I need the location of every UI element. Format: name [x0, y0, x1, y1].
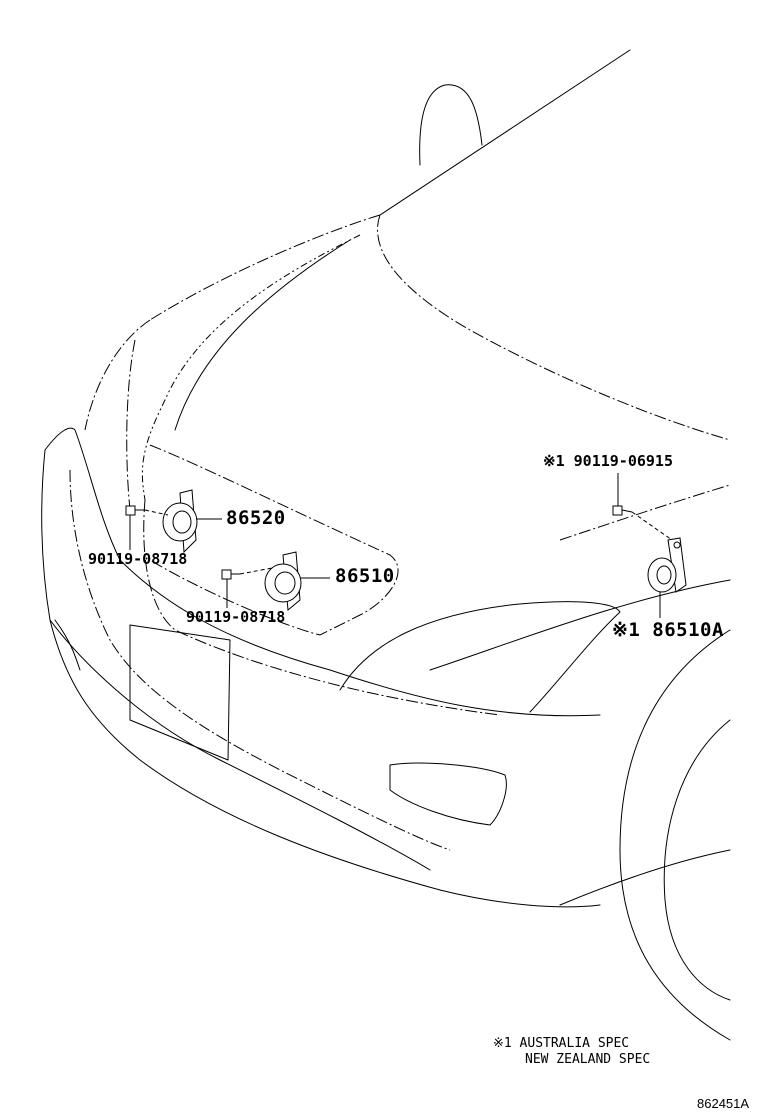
hood-inner-line: [174, 239, 351, 431]
wheel-arch: [619, 629, 731, 1041]
label-bolt-left: 90119-08718: [88, 550, 188, 568]
bolt-left-part: [125, 505, 146, 516]
footnote-line-1: ※1 AUSTRALIA SPEC: [493, 1036, 630, 1051]
hood-right-edge: [377, 214, 731, 441]
bolt-center-part: [221, 569, 241, 580]
hood-crease: [141, 234, 361, 501]
label-86510: 86510: [335, 565, 395, 587]
mirror-outline: [419, 84, 483, 166]
hood-top-edge: [149, 214, 381, 321]
bolt-right-dashed-axis: [631, 511, 673, 541]
bumper-lower: [49, 619, 431, 871]
bolt-right-part: [612, 505, 633, 516]
fender-line: [429, 579, 731, 671]
bumper-face: [41, 449, 601, 908]
windshield-edge: [379, 49, 631, 216]
label-86510A: ※1 86510A: [612, 619, 724, 641]
horn-86510A: [647, 537, 687, 593]
lower-grille-line: [54, 619, 81, 671]
diagram-id: 862451A: [697, 1096, 750, 1111]
fender-line-left: [126, 339, 136, 511]
horn-86510: [264, 551, 302, 611]
fender-character-line: [559, 484, 731, 541]
rocker-line: [559, 849, 731, 906]
headlamp-outline: [339, 601, 621, 713]
label-86520: 86520: [226, 507, 286, 529]
bumper-top: [44, 427, 601, 717]
label-bolt-right: ※1 90119-06915: [543, 452, 673, 470]
hood-left-contour: [84, 319, 151, 431]
bumper-contour: [69, 469, 451, 851]
label-bolt-center: 90119-08718: [186, 608, 286, 626]
footnote: ※1 AUSTRALIA SPEC NEW ZEALAND SPEC: [493, 1036, 650, 1068]
bolt-left-dashed-axis: [144, 509, 169, 516]
bolt-center-dashed-axis: [239, 567, 273, 575]
fog-lamp: [389, 762, 507, 826]
horn-86520: [162, 489, 198, 554]
license-plate: [129, 624, 231, 761]
tire-outline: [663, 719, 731, 1001]
footnote-line-2: NEW ZEALAND SPEC: [525, 1052, 651, 1067]
radiator-support: [149, 444, 399, 636]
hood-latch-line: [143, 499, 501, 716]
